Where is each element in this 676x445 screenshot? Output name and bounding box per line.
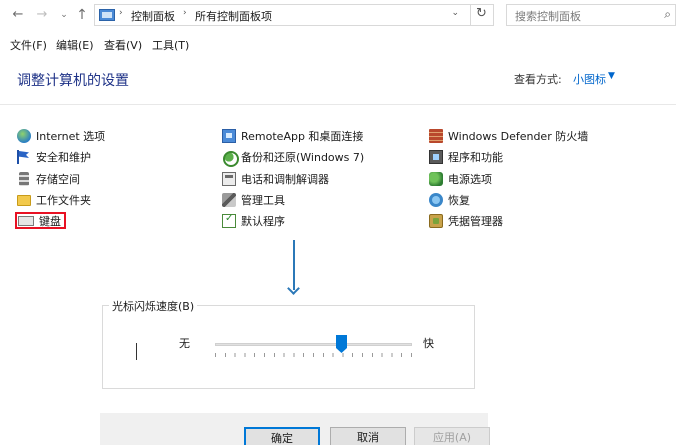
credential-icon	[429, 214, 443, 228]
breadcrumb-all-items[interactable]: 所有控制面板项	[195, 10, 272, 23]
menu-tools[interactable]: 工具(T)	[152, 39, 190, 52]
item-programs-features[interactable]: 程序和功能	[429, 148, 503, 166]
item-label: 恢复	[448, 194, 470, 207]
remote-desktop-icon	[222, 129, 236, 143]
folder-icon	[17, 194, 31, 206]
item-internet-options[interactable]: Internet 选项	[17, 127, 105, 145]
item-admin-tools[interactable]: 管理工具	[222, 191, 285, 209]
back-arrow-icon[interactable]: ←	[12, 7, 24, 22]
recent-locations-chevron-icon[interactable]: ⌄	[60, 10, 68, 20]
item-work-folders[interactable]: 工作文件夹	[17, 191, 91, 209]
item-phone-modem[interactable]: 电话和调制解调器	[222, 170, 329, 188]
dialog-button-bar: 确定 取消 应用(A)	[100, 413, 490, 445]
item-label: 存储空间	[36, 173, 80, 186]
tools-icon	[222, 193, 236, 207]
search-placeholder: 搜索控制面板	[515, 10, 581, 23]
slider-max-label: 快	[423, 337, 434, 350]
blink-rate-slider-thumb[interactable]	[336, 335, 347, 353]
address-dropdown-chevron-icon[interactable]: ⌄	[451, 8, 459, 18]
item-label: 程序和功能	[448, 151, 503, 164]
blink-rate-slider-track[interactable]	[215, 343, 412, 346]
item-storage-spaces[interactable]: 存储空间	[17, 170, 80, 188]
item-credential-manager[interactable]: 凭据管理器	[429, 212, 503, 230]
address-toolbar: ← → ⌄ ↑ › 控制面板 › 所有控制面板项 ⌄ ↻ 搜索控制面板 ⌕	[0, 0, 676, 30]
item-power-options[interactable]: 电源选项	[429, 170, 492, 188]
item-label: 管理工具	[241, 194, 285, 207]
menu-bar: 文件(F) 编辑(E) 查看(V) 工具(T)	[0, 34, 676, 54]
item-label: 键盘	[39, 214, 61, 228]
ok-button[interactable]: 确定	[244, 427, 320, 445]
up-arrow-icon[interactable]: ↑	[76, 7, 88, 23]
internet-options-icon	[17, 129, 31, 143]
menu-file[interactable]: 文件(F)	[10, 39, 47, 52]
page-title: 调整计算机的设置	[17, 73, 129, 89]
cursor-blink-rate-group: 光标闪烁速度(B) 无 快	[102, 298, 475, 389]
refresh-icon[interactable]: ↻	[470, 5, 492, 25]
item-keyboard[interactable]: 键盘	[15, 212, 66, 229]
view-by-caret-icon[interactable]: ▼	[608, 71, 615, 81]
breadcrumb-separator-icon[interactable]: ›	[119, 8, 123, 18]
address-bar[interactable]: › 控制面板 › 所有控制面板项 ⌄	[94, 4, 494, 26]
forward-arrow-icon[interactable]: →	[36, 7, 48, 22]
keyboard-icon	[18, 215, 34, 226]
item-label: 默认程序	[241, 215, 285, 228]
item-label: RemoteApp 和桌面连接	[241, 130, 364, 143]
firewall-icon	[429, 129, 443, 143]
item-label: Internet 选项	[36, 130, 106, 143]
flag-icon	[17, 150, 31, 164]
power-icon	[429, 172, 443, 186]
item-backup-restore[interactable]: 备份和还原(Windows 7)	[222, 148, 365, 167]
item-label: 备份和还原(Windows 7)	[241, 151, 365, 164]
default-programs-icon	[222, 213, 236, 228]
item-label: 电话和调制解调器	[241, 173, 329, 186]
cursor-blink-rate-label: 光标闪烁速度(B)	[109, 298, 198, 314]
programs-icon	[429, 150, 443, 164]
backup-icon	[222, 150, 239, 167]
item-label: 工作文件夹	[36, 194, 91, 207]
down-arrow-icon	[287, 282, 300, 295]
breadcrumb-separator-icon[interactable]: ›	[183, 8, 187, 18]
item-default-programs[interactable]: 默认程序	[222, 212, 285, 230]
control-panel-icon	[99, 9, 115, 21]
slider-min-label: 无	[179, 337, 190, 350]
cancel-button[interactable]: 取消	[330, 427, 406, 445]
view-by-label: 查看方式:	[514, 73, 562, 86]
item-label: Windows Defender 防火墙	[448, 130, 589, 143]
item-label: 安全和维护	[36, 151, 91, 164]
apply-button[interactable]: 应用(A)	[414, 427, 490, 445]
item-recovery[interactable]: 恢复	[429, 191, 470, 209]
search-icon[interactable]: ⌕	[664, 7, 671, 21]
item-label: 凭据管理器	[448, 215, 503, 228]
item-label: 电源选项	[448, 173, 492, 186]
item-firewall[interactable]: Windows Defender 防火墙	[429, 127, 588, 145]
item-security-maintenance[interactable]: 安全和维护	[17, 148, 91, 166]
menu-edit[interactable]: 编辑(E)	[56, 39, 94, 52]
recovery-icon	[429, 193, 443, 207]
divider	[0, 104, 676, 105]
item-remoteapp[interactable]: RemoteApp 和桌面连接	[222, 127, 363, 145]
cursor-preview	[136, 343, 137, 360]
phone-modem-icon	[222, 172, 236, 186]
storage-icon	[19, 172, 29, 186]
slider-ticks	[215, 353, 412, 357]
menu-view[interactable]: 查看(V)	[104, 39, 143, 52]
down-arrow-shaft	[293, 240, 295, 290]
view-by-dropdown[interactable]: 小图标	[573, 73, 606, 86]
search-input[interactable]: 搜索控制面板 ⌕	[506, 4, 676, 26]
breadcrumb-control-panel[interactable]: 控制面板	[131, 10, 175, 23]
